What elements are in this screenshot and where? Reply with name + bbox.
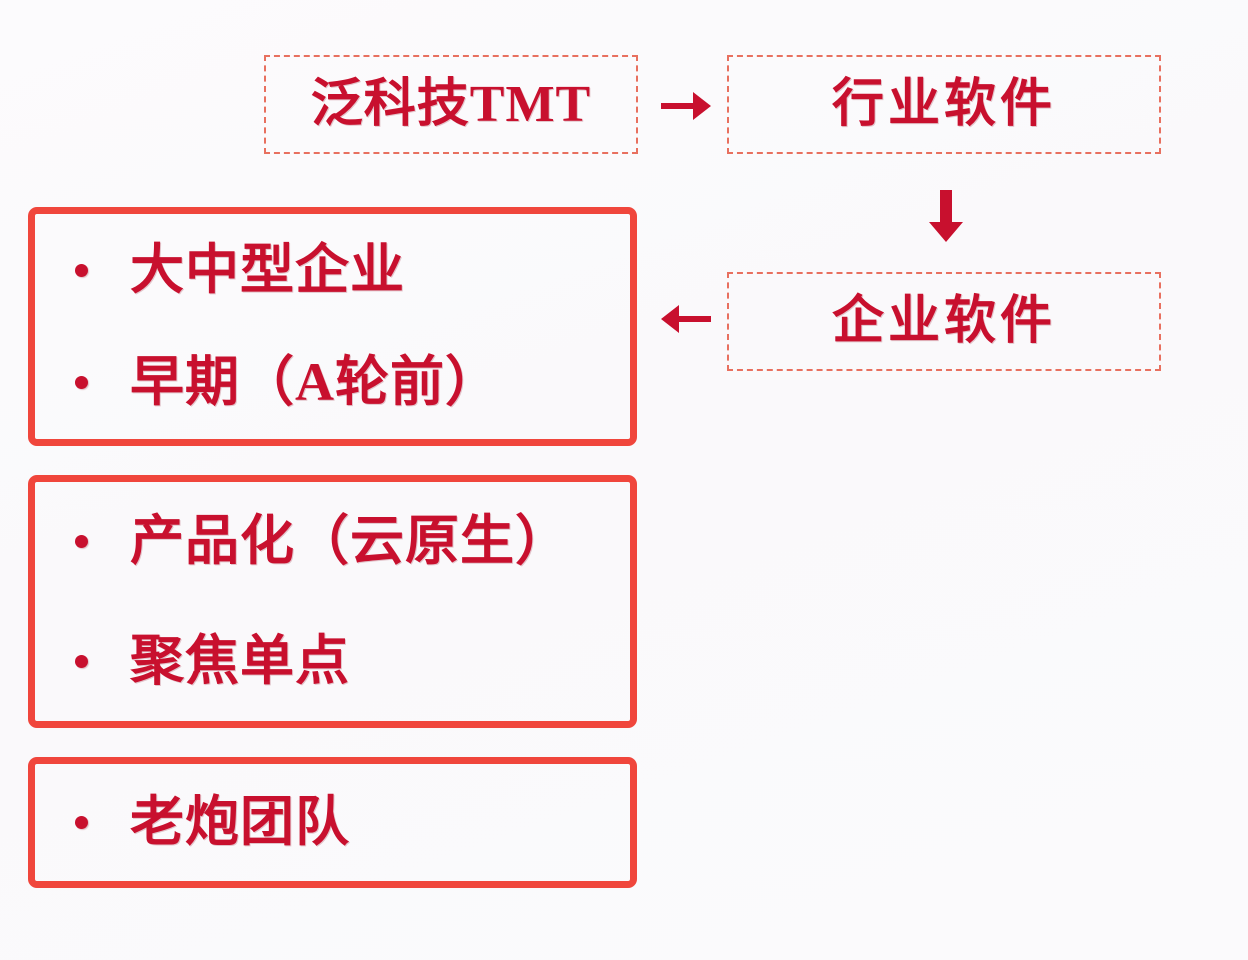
node-hangye-ruanjian[interactable]: 行业软件 [727,55,1161,154]
bullet-dot-icon [75,816,88,829]
list-item: 聚焦单点 [35,602,630,722]
criteria-text: 大中型企业 [130,239,405,300]
criteria-text: 产品化（云原生） [130,511,570,572]
criteria-box-product-focus[interactable]: 产品化（云原生） 聚焦单点 [28,475,637,728]
node-label-industry: 行业软件 [831,75,1056,133]
criteria-text: 老炮团队 [130,792,350,853]
node-label-tmt: 泛科技TMT [310,75,592,133]
arrow-down-icon [915,185,977,247]
node-qiye-ruanjian[interactable]: 企业软件 [727,272,1161,371]
criteria-text: 早期（A轮前） [130,352,500,413]
list-item: 老炮团队 [35,764,630,881]
node-fan-keji-tmt[interactable]: 泛科技TMT [264,55,638,154]
arrow-right-icon [655,82,717,130]
list-item: 产品化（云原生） [35,482,630,602]
list-item: 大中型企业 [35,214,630,327]
bullet-dot-icon [75,263,88,277]
criteria-text: 聚焦单点 [130,630,350,691]
bullet-dot-icon [75,535,88,549]
bullet-dot-icon [75,376,88,390]
criteria-box-target-company[interactable]: 大中型企业 早期（A轮前） [28,207,637,446]
node-label-enterprise: 企业软件 [831,292,1056,350]
bullet-dot-icon [75,654,88,668]
list-item: 早期（A轮前） [35,327,630,440]
arrow-left-icon [655,295,717,343]
criteria-box-team[interactable]: 老炮团队 [28,757,637,888]
